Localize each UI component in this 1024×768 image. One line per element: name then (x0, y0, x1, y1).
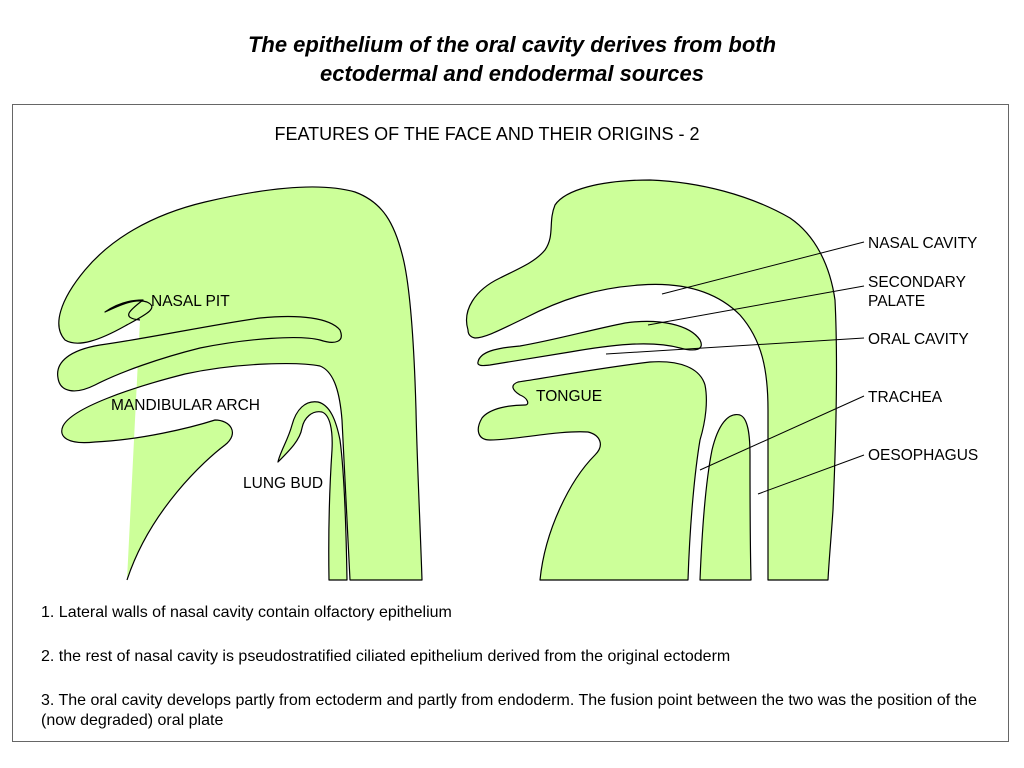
note-item-3: 3. The oral cavity develops partly from … (41, 692, 977, 729)
label-tongue: TONGUE (536, 388, 602, 405)
right-secondary-palate (477, 320, 702, 367)
leader-oral-cavity (605, 337, 865, 355)
leader-oesophagus (757, 454, 865, 495)
right-embryo: TONGUE (466, 179, 838, 581)
label-nasal-pit: NASAL PIT (151, 293, 230, 310)
note-item-2: 2. the rest of nasal cavity is pseudostr… (41, 648, 731, 665)
diagram-frame (12, 104, 1009, 742)
label-nasal-cavity: NASAL CAVITY (868, 235, 977, 252)
slide-heading: The epithelium of the oral cavity derive… (0, 30, 1024, 88)
heading-line-1: The epithelium of the oral cavity derive… (247, 32, 777, 57)
heading-line-2: ectodermal and endodermal sources (320, 61, 704, 86)
leader-secondary-palate (647, 285, 865, 326)
label-secondary-palate-line-2: PALATE (868, 293, 925, 310)
left-upper-process (57, 315, 342, 392)
label-oesophagus: OESOPHAGUS (868, 447, 978, 464)
leader-trachea (699, 395, 865, 471)
diagram-title: FEATURES OF THE FACE AND THEIR ORIGINS -… (274, 124, 699, 144)
left-embryo: NASAL PIT MANDIBULAR ARCH LUNG BUD (57, 186, 423, 581)
label-mandibular-arch: MANDIBULAR ARCH (111, 397, 260, 414)
leader-lines (605, 241, 865, 495)
left-lung-bud (277, 401, 348, 581)
label-trachea: TRACHEA (868, 389, 943, 406)
right-head-fold (466, 179, 838, 581)
left-head-fold (58, 186, 423, 581)
leader-nasal-cavity (661, 241, 865, 295)
right-oesophagus-wall (699, 414, 752, 581)
label-lung-bud: LUNG BUD (243, 475, 323, 492)
label-secondary-palate-line-1: SECONDARY (868, 274, 966, 291)
note-item-1: 1. Lateral walls of nasal cavity contain… (41, 604, 452, 621)
label-oral-cavity: ORAL CAVITY (868, 331, 969, 348)
notes-list: 1. Lateral walls of nasal cavity contain… (41, 603, 981, 755)
right-labels: NASAL CAVITY SECONDARY PALATE ORAL CAVIT… (868, 235, 978, 464)
right-tongue (477, 361, 707, 581)
